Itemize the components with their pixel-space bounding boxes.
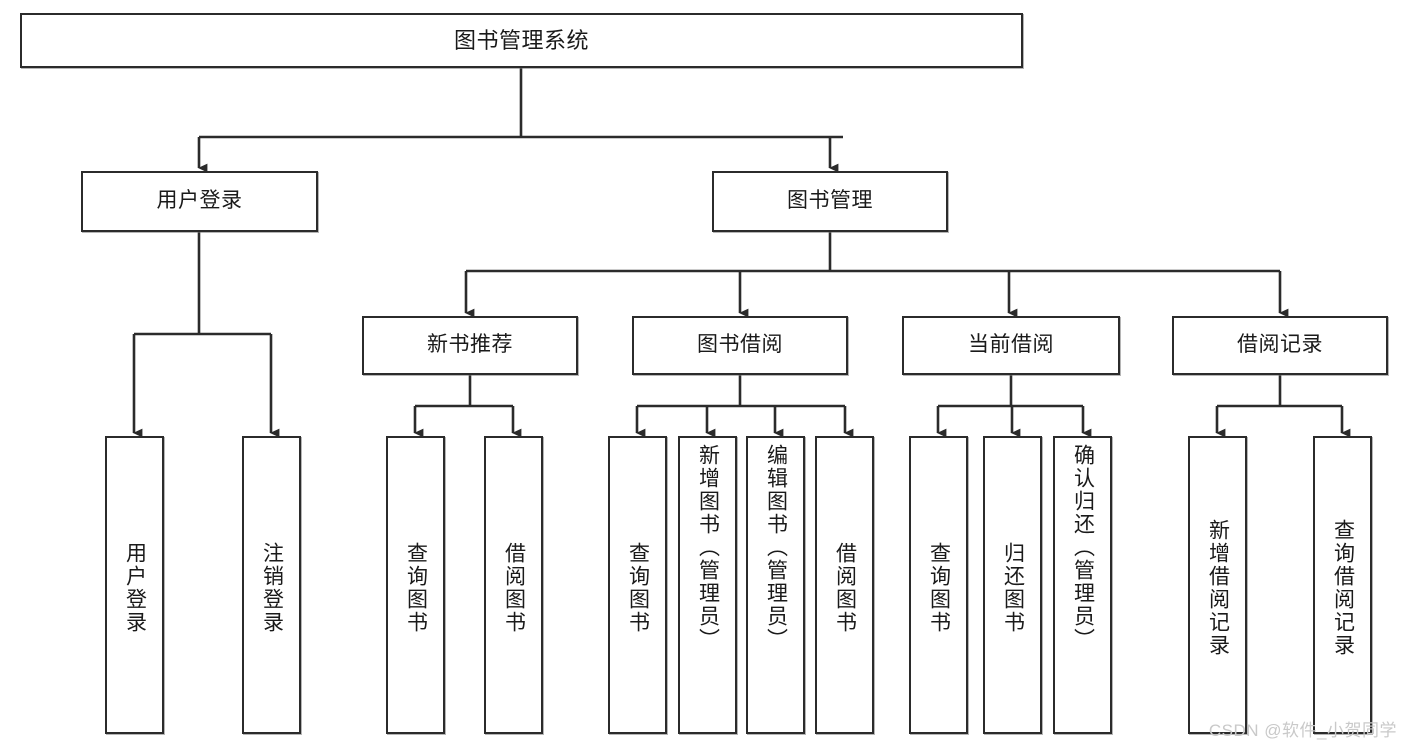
node-leaf-logout-label: 注销登录 [260, 542, 284, 634]
node-leaf-borrow-book-rec-label: 借阅图书 [502, 542, 526, 634]
node-leaf-query-book-borrow-label: 查询图书 [626, 542, 650, 634]
node-leaf-logout[interactable]: 注销登录 [242, 436, 301, 734]
node-leaf-edit-book-label: 编辑图书（管理员） [764, 444, 788, 651]
node-leaf-user-login[interactable]: 用户登录 [105, 436, 164, 734]
node-book-borrow[interactable]: 图书借阅 [632, 316, 848, 375]
node-leaf-query-book-rec-label: 查询图书 [404, 542, 428, 634]
node-leaf-query-book-cur[interactable]: 查询图书 [909, 436, 968, 734]
csdn-watermark: CSDN @软件_小贺同学 [1208, 721, 1397, 740]
node-current-borrow-label: 当前借阅 [968, 333, 1054, 357]
node-current-borrow[interactable]: 当前借阅 [902, 316, 1120, 375]
node-leaf-user-login-label: 用户登录 [123, 542, 147, 634]
node-leaf-return-book-label: 归还图书 [1001, 542, 1025, 634]
node-book-manage-label: 图书管理 [787, 189, 873, 213]
node-leaf-borrow-book[interactable]: 借阅图书 [815, 436, 874, 734]
node-leaf-query-book-borrow[interactable]: 查询图书 [608, 436, 667, 734]
node-leaf-query-record-label: 查询借阅记录 [1331, 519, 1355, 657]
node-user-login[interactable]: 用户登录 [81, 171, 318, 232]
node-root-label: 图书管理系统 [453, 27, 589, 53]
node-leaf-query-book-cur-label: 查询图书 [927, 542, 951, 634]
node-leaf-query-record[interactable]: 查询借阅记录 [1313, 436, 1372, 734]
node-new-book-recommend[interactable]: 新书推荐 [362, 316, 578, 375]
node-leaf-edit-book[interactable]: 编辑图书（管理员） [746, 436, 805, 734]
node-leaf-confirm-return[interactable]: 确认归还（管理员） [1053, 436, 1112, 734]
node-book-manage[interactable]: 图书管理 [712, 171, 948, 232]
node-leaf-borrow-book-label: 借阅图书 [833, 542, 857, 634]
node-new-book-recommend-label: 新书推荐 [427, 333, 513, 357]
node-book-borrow-label: 图书借阅 [697, 333, 783, 357]
node-leaf-confirm-return-label: 确认归还（管理员） [1071, 444, 1095, 651]
node-leaf-add-book-label: 新增图书（管理员） [696, 444, 720, 651]
node-leaf-add-book[interactable]: 新增图书（管理员） [678, 436, 737, 734]
node-leaf-borrow-book-rec[interactable]: 借阅图书 [484, 436, 543, 734]
node-leaf-return-book[interactable]: 归还图书 [983, 436, 1042, 734]
node-leaf-add-record[interactable]: 新增借阅记录 [1188, 436, 1247, 734]
node-root[interactable]: 图书管理系统 [20, 13, 1023, 68]
node-borrow-record-label: 借阅记录 [1237, 333, 1323, 357]
node-leaf-add-record-label: 新增借阅记录 [1206, 519, 1230, 657]
node-borrow-record[interactable]: 借阅记录 [1172, 316, 1388, 375]
node-leaf-query-book-rec[interactable]: 查询图书 [386, 436, 445, 734]
node-user-login-label: 用户登录 [156, 189, 243, 213]
